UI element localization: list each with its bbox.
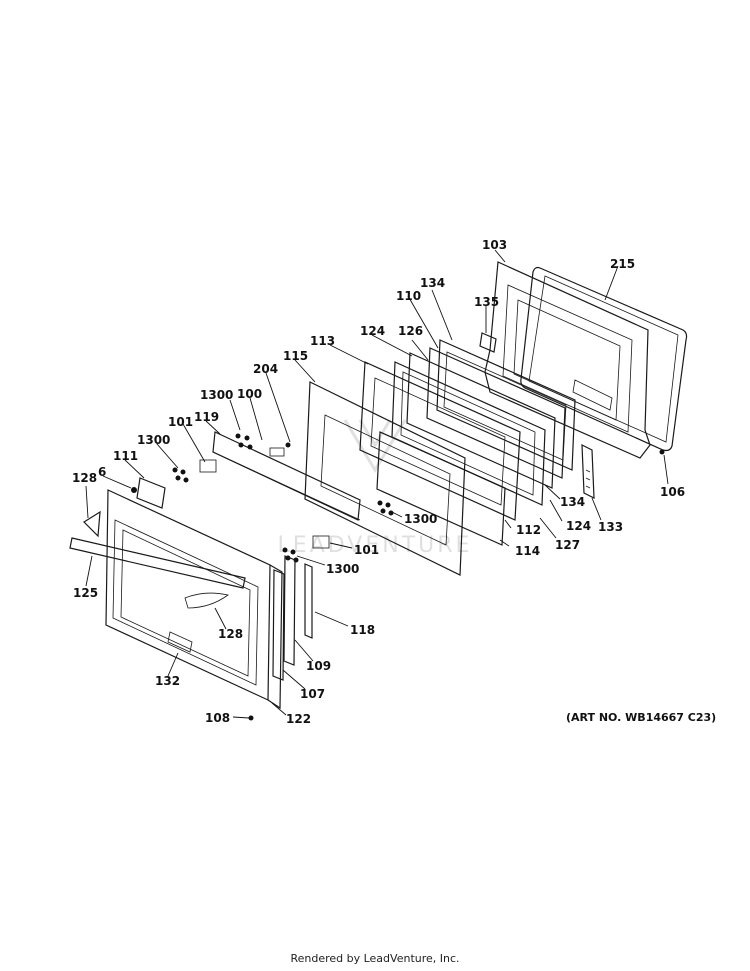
- label-124-top: 124: [360, 324, 385, 338]
- label-108: 108: [205, 711, 230, 725]
- label-118: 118: [350, 623, 375, 637]
- label-128-left: 128: [72, 471, 97, 485]
- label-1300-bottom: 1300: [326, 562, 359, 576]
- part-111-bracket: [131, 477, 166, 509]
- label-119: 119: [194, 410, 219, 424]
- watermark: LEADVENTURE: [278, 419, 473, 558]
- part-100-duct: [212, 431, 361, 521]
- part-134-seal: [426, 347, 566, 479]
- part-110-frame: [436, 339, 576, 471]
- part-114-glass: [376, 431, 506, 546]
- part-118-strip: [304, 563, 313, 639]
- label-107: 107: [300, 687, 325, 701]
- label-126: 126: [398, 324, 423, 338]
- part-215-gasket: [520, 266, 688, 452]
- part-106-screw: [659, 449, 665, 455]
- part-109-trim: [283, 555, 296, 666]
- label-124-bottom: 124: [566, 519, 591, 533]
- part-107-trim: [272, 569, 285, 681]
- label-113: 113: [310, 334, 335, 348]
- part-115-inner-glass: [304, 381, 466, 576]
- footer-credit: Rendered by LeadVenture, Inc.: [290, 952, 460, 965]
- label-133: 133: [598, 520, 623, 534]
- callout-labels: 103 215 134 110 135 124 126 113 115 204 …: [72, 238, 685, 726]
- label-100: 100: [237, 387, 262, 401]
- part-122-front-panel: [105, 489, 283, 710]
- label-134-top: 134: [420, 276, 445, 290]
- label-128-bottom: 128: [218, 627, 243, 641]
- screws-1300-upper: [235, 433, 291, 457]
- label-115: 115: [283, 349, 308, 363]
- part-135-bracket: [479, 332, 497, 353]
- label-215: 215: [610, 257, 635, 271]
- label-101-bottom: 101: [354, 543, 379, 557]
- label-1300-right: 1300: [404, 512, 437, 526]
- leader-lines: [85, 249, 669, 719]
- part-113-panel: [359, 361, 521, 521]
- part-126-frame: [391, 361, 546, 506]
- label-106: 106: [660, 485, 685, 499]
- label-103: 103: [482, 238, 507, 252]
- label-132: 132: [155, 674, 180, 688]
- part-103-liner: [484, 261, 651, 459]
- part-124-glass-upper: [406, 352, 556, 489]
- label-135: 135: [474, 295, 499, 309]
- watermark-text: LEADVENTURE: [278, 533, 473, 558]
- label-101-top: 101: [168, 415, 193, 429]
- label-109: 109: [306, 659, 331, 673]
- label-110: 110: [396, 289, 421, 303]
- part-108-screw: [248, 715, 254, 721]
- label-1300-top: 1300: [200, 388, 233, 402]
- label-134-bottom: 134: [560, 495, 585, 509]
- art-number: (ART NO. WB14667 C23): [566, 711, 716, 724]
- label-122: 122: [286, 712, 311, 726]
- label-111: 111: [113, 449, 138, 463]
- label-114: 114: [515, 544, 540, 558]
- label-1300-left: 1300: [137, 433, 170, 447]
- label-204: 204: [253, 362, 278, 376]
- part-133-hinge: [581, 444, 595, 499]
- part-125-handle: [69, 537, 246, 589]
- part-128-endcap: [83, 510, 101, 538]
- label-125: 125: [73, 586, 98, 600]
- label-127: 127: [555, 538, 580, 552]
- label-6: 6: [98, 465, 106, 479]
- label-112: 112: [516, 523, 541, 537]
- screws-1300-right: [377, 500, 394, 516]
- screws-1300-left: [172, 459, 217, 483]
